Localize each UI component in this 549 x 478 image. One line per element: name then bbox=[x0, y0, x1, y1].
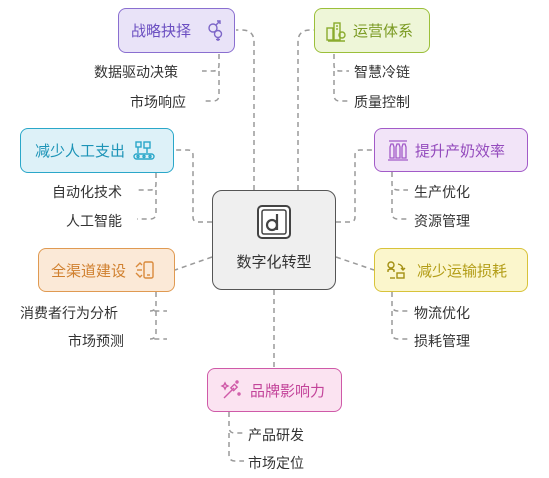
central-topic-node[interactable]: 数字化转型 bbox=[212, 190, 336, 290]
leaf-milk-1: 生产优化 bbox=[414, 185, 470, 201]
branch-operation-label: 运营体系 bbox=[353, 22, 414, 40]
central-topic-label: 数字化转型 bbox=[236, 253, 312, 271]
leaf-operation-2: 质量控制 bbox=[354, 95, 410, 111]
conveyor-robot-icon bbox=[133, 140, 155, 160]
branch-milk[interactable]: 提升产奶效率 bbox=[374, 128, 528, 172]
branch-operation[interactable]: 运营体系 bbox=[314, 8, 430, 53]
leaf-brand-2: 市场定位 bbox=[248, 456, 304, 472]
branch-milk-label: 提升产奶效率 bbox=[415, 141, 506, 160]
branch-labor-label: 减少人工支出 bbox=[35, 142, 126, 160]
branch-brand[interactable]: 品牌影响力 bbox=[207, 368, 342, 412]
branch-channel-label: 全渠道建设 bbox=[51, 261, 127, 280]
transport-cycle-icon bbox=[387, 261, 406, 279]
branch-strategy-label: 战略抉择 bbox=[131, 22, 192, 40]
leaf-channel-2: 市场预测 bbox=[68, 334, 124, 350]
branch-channel[interactable]: 全渠道建设 bbox=[38, 248, 175, 292]
branch-loss[interactable]: 减少运输损耗 bbox=[374, 248, 528, 292]
d-logo-icon bbox=[257, 205, 291, 239]
branch-strategy[interactable]: 战略抉择 bbox=[118, 8, 235, 53]
leaf-loss-1: 物流优化 bbox=[414, 306, 470, 322]
leaf-strategy-1: 数据驱动决策 bbox=[94, 65, 178, 81]
leaf-channel-1: 消费者行为分析 bbox=[20, 306, 118, 322]
milk-bottles-icon bbox=[388, 140, 408, 161]
building-gear-icon bbox=[326, 21, 346, 42]
channel-devices-icon bbox=[135, 261, 154, 279]
magic-wand-icon bbox=[220, 380, 241, 399]
leaf-labor-2: 人工智能 bbox=[66, 214, 122, 230]
leaf-loss-2: 损耗管理 bbox=[414, 334, 470, 350]
leaf-brand-1: 产品研发 bbox=[248, 428, 304, 444]
branch-labor[interactable]: 减少人工支出 bbox=[20, 128, 174, 173]
gender-symbols-icon bbox=[208, 19, 223, 41]
leaf-labor-1: 自动化技术 bbox=[52, 185, 122, 201]
leaf-milk-2: 资源管理 bbox=[414, 214, 470, 230]
branch-loss-label: 减少运输损耗 bbox=[417, 261, 508, 280]
leaf-strategy-2: 市场响应 bbox=[130, 95, 186, 111]
leaf-operation-1: 智慧冷链 bbox=[354, 65, 410, 81]
branch-brand-label: 品牌影响力 bbox=[250, 381, 326, 400]
